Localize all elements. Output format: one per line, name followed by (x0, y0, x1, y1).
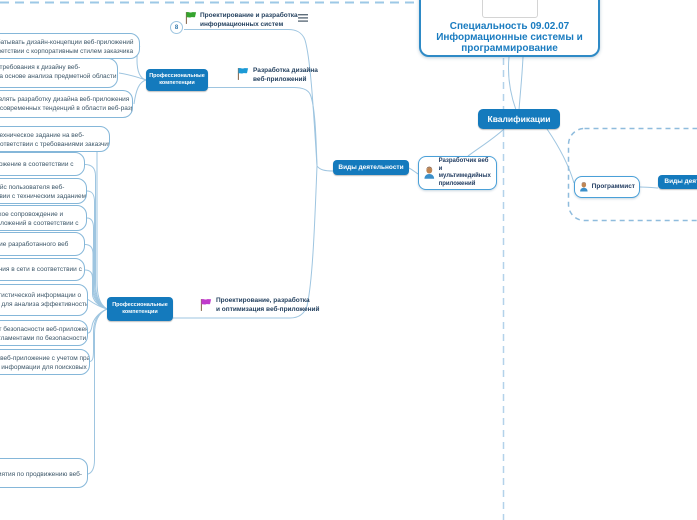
central-topic[interactable]: Специальность 09.02.07 Информационные си… (419, 0, 600, 57)
activities-pill-right[interactable]: Виды деятельности (658, 175, 697, 189)
competency-item[interactable]: Осуществлять сбор статистической информа… (0, 284, 88, 316)
competency-item[interactable]: Осуществлять техническое сопровождение и… (0, 205, 87, 231)
central-image-placeholder (481, 0, 538, 18)
person-avatar-icon (424, 166, 435, 179)
competency-item[interactable]: Производить тестирование разработанного … (0, 232, 85, 256)
competency-item[interactable]: Осуществлять аудит безопасности веб-прил… (0, 320, 88, 346)
activities-pill[interactable]: Виды деятельности (333, 160, 409, 175)
programmer-label: Программист (591, 183, 635, 191)
blue-flag-icon (237, 67, 249, 80)
activity-topic-infosystems[interactable]: Проектирование и разработка информационн… (200, 12, 298, 28)
developer-card[interactable]: Разработчик веб и мультимедийных приложе… (418, 156, 497, 190)
notes-icon[interactable] (298, 14, 308, 23)
competency-item[interactable]: Разрабатывать интерфейс пользователя веб… (0, 178, 87, 204)
competency-item[interactable]: Разрабатывать веб-приложение в соответст… (0, 152, 85, 176)
activity-topic-design[interactable]: Разработка дизайна веб-приложений (253, 67, 318, 83)
collapse-badge[interactable]: 8 (170, 21, 183, 34)
developer-label: Разработчик веб и мультимедийных приложе… (438, 158, 491, 187)
competency-item[interactable]: Размещать веб-приложения в сети в соотве… (0, 258, 85, 281)
boundary-programmer-group (567, 127, 697, 222)
competency-item[interactable]: Осуществлять разработку дизайна веб-прил… (0, 90, 133, 118)
competencies-pill-design[interactable]: Профессиональные компетенции (146, 69, 208, 91)
central-title: Специальность 09.02.07 Информационные си… (436, 21, 583, 54)
activity-topic-weboptim[interactable]: Проектирование, разработка и оптимизация… (216, 297, 320, 313)
green-flag-icon (185, 11, 197, 24)
magenta-flag-icon (200, 298, 212, 311)
competency-item[interactable]: Реализовывать мероприятия по продвижению… (0, 458, 88, 488)
competencies-pill-weboptim[interactable]: Профессиональные компетенции (107, 297, 173, 321)
programmer-card[interactable]: Программист (574, 176, 640, 198)
competency-item[interactable]: Разрабатывать дизайн-концепции веб-прило… (0, 33, 140, 59)
competency-item[interactable]: Формировать требования к дизайну веб- пр… (0, 58, 118, 88)
qualifications-node[interactable]: Квалификации (478, 109, 560, 129)
competency-item[interactable]: Разрабатывать техническое задание на веб… (0, 126, 110, 152)
competency-item[interactable]: Модернизировать веб-приложение с учетом … (0, 349, 90, 375)
person-avatar-icon (580, 182, 588, 192)
